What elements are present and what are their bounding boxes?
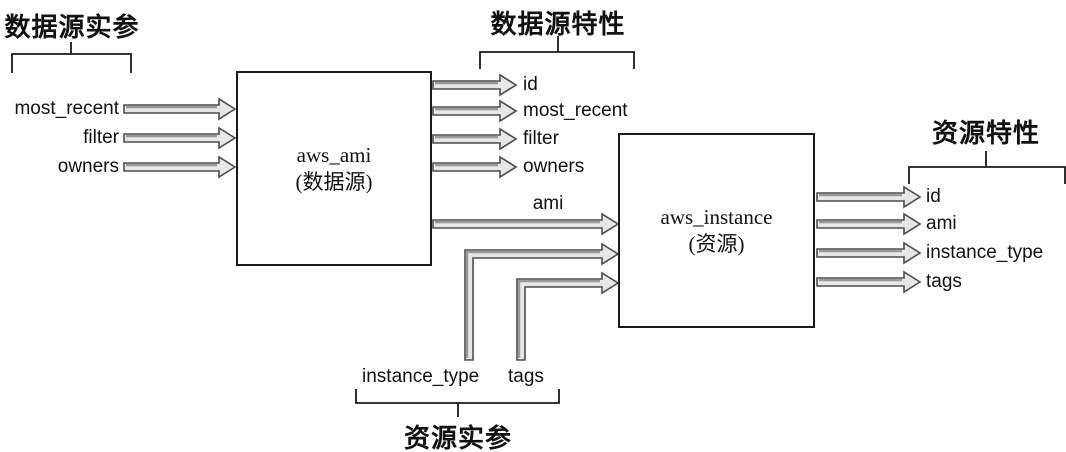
arrow-ami-output-id (432, 73, 518, 97)
node-aws-ami: aws_ami (数据源) (236, 71, 432, 266)
label-instance-output-instance-type: instance_type (926, 242, 1044, 263)
label-instance-output-tags: tags (926, 271, 962, 292)
label-ami-output-owners: owners (523, 156, 585, 177)
node-aws-instance-title: aws_instance (660, 204, 773, 229)
bracket-datasource-attrs (479, 36, 635, 69)
bracket-datasource-args (11, 42, 132, 73)
label-input-filter: filter (83, 127, 119, 148)
node-aws-instance-subtitle: (资源) (688, 231, 745, 256)
label-ami-output-id: id (523, 74, 538, 95)
label-ami-output-filter: filter (523, 128, 559, 149)
arrow-input-filter (123, 126, 237, 150)
arrow-input-tags (516, 271, 620, 361)
arrow-input-owners (123, 155, 237, 179)
arrow-input-most-recent (123, 97, 237, 121)
group-title-resource-attrs: 资源特性 (931, 118, 1040, 148)
label-input-instance-type: instance_type (362, 366, 480, 387)
arrow-ami-output-most-recent (432, 99, 518, 123)
arrow-ami-output-filter (432, 127, 518, 151)
arrow-ami-output-owners (432, 155, 518, 179)
arrow-input-instance-type (464, 242, 620, 361)
arrow-edge-ami (432, 212, 620, 236)
label-input-most-recent: most_recent (14, 98, 119, 119)
label-edge-ami: ami (532, 193, 564, 214)
group-title-datasource-args: 数据源实参 (4, 12, 140, 42)
arrow-instance-output-ami (816, 212, 922, 236)
bracket-resource-attrs (908, 151, 1066, 184)
bracket-resource-args (355, 389, 560, 417)
label-instance-output-ami: ami (926, 213, 957, 234)
label-instance-output-id: id (926, 186, 941, 207)
label-input-tags: tags (508, 366, 544, 387)
arrow-instance-output-id (816, 185, 922, 209)
group-title-resource-args: 资源实参 (403, 423, 512, 452)
arrow-instance-output-tags (816, 270, 922, 294)
node-aws-ami-title: aws_ami (296, 142, 372, 167)
arrow-instance-output-instance-type (816, 241, 922, 265)
node-aws-ami-subtitle: (数据源) (295, 169, 373, 194)
group-title-datasource-attrs: 数据源特性 (490, 9, 626, 39)
label-input-owners: owners (57, 156, 119, 177)
node-aws-instance: aws_instance (资源) (618, 133, 815, 328)
label-ami-output-most-recent: most_recent (523, 100, 628, 121)
